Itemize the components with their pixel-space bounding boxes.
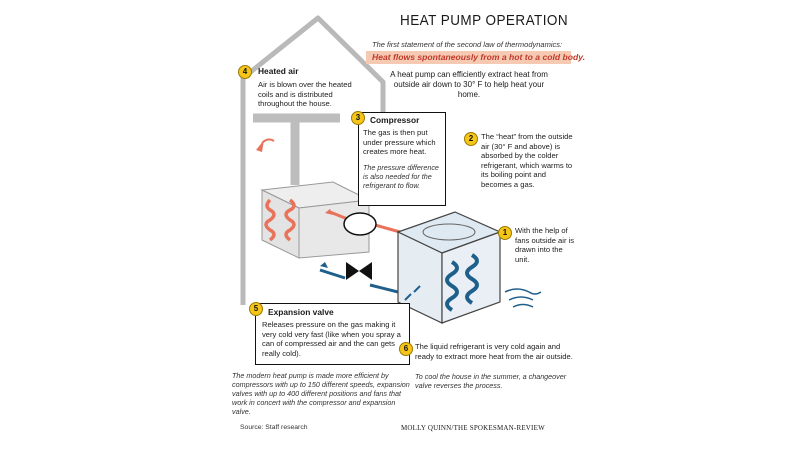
step-6-note: To cool the house in the summer, a chang… [415,372,567,390]
compressor-callout [358,112,446,206]
step-1-text: With the help of fans outside air is dra… [515,226,575,264]
step-6-badge: 6 [399,342,413,356]
step-4-heading: Heated air [258,66,299,76]
intro-text: A heat pump can efficiently extract heat… [390,70,548,99]
step-4-badge: 4 [238,65,252,79]
step-2-text: The “heat” from the outside air (30° F a… [481,132,573,189]
expansion-valve-icon [346,262,372,280]
step-3-badge: 3 [351,111,365,125]
step-3-note: The pressure difference is also needed f… [363,163,439,190]
diagram-title: HEAT PUMP OPERATION [400,12,569,29]
step-4-text: Air is blown over the heated coils and i… [258,80,352,109]
modern-heat-pump-note: The modern heat pump is made more effici… [232,371,410,416]
source-line: Source: Staff research [240,424,308,431]
step-2-badge: 2 [464,132,478,146]
expansion-valve-callout [255,303,410,365]
credit-line: MOLLY QUINN/THE SPOKESMAN-REVIEW [401,424,545,432]
step-5-heading: Expansion valve [268,307,334,317]
step-3-heading: Compressor [370,115,420,125]
law-highlight-banner: Heat flows spontaneously from a hot to a… [366,51,585,64]
house-outline [240,15,386,305]
vent-pipe [253,113,340,185]
step-5-text: Releases pressure on the gas making it v… [262,320,401,358]
law-highlight-text: Heat flows spontaneously from a hot to a… [372,52,586,62]
step-6-text: The liquid refrigerant is very cold agai… [415,342,573,361]
law-caption: The first statement of the second law of… [372,40,563,49]
wind-lines [504,288,542,308]
step-1-badge: 1 [498,226,512,240]
step-5-badge: 5 [249,302,263,316]
outdoor-unit [396,211,502,324]
step-3-text: The gas is then put under pressure which… [363,128,436,157]
compressor-icon [343,212,377,236]
